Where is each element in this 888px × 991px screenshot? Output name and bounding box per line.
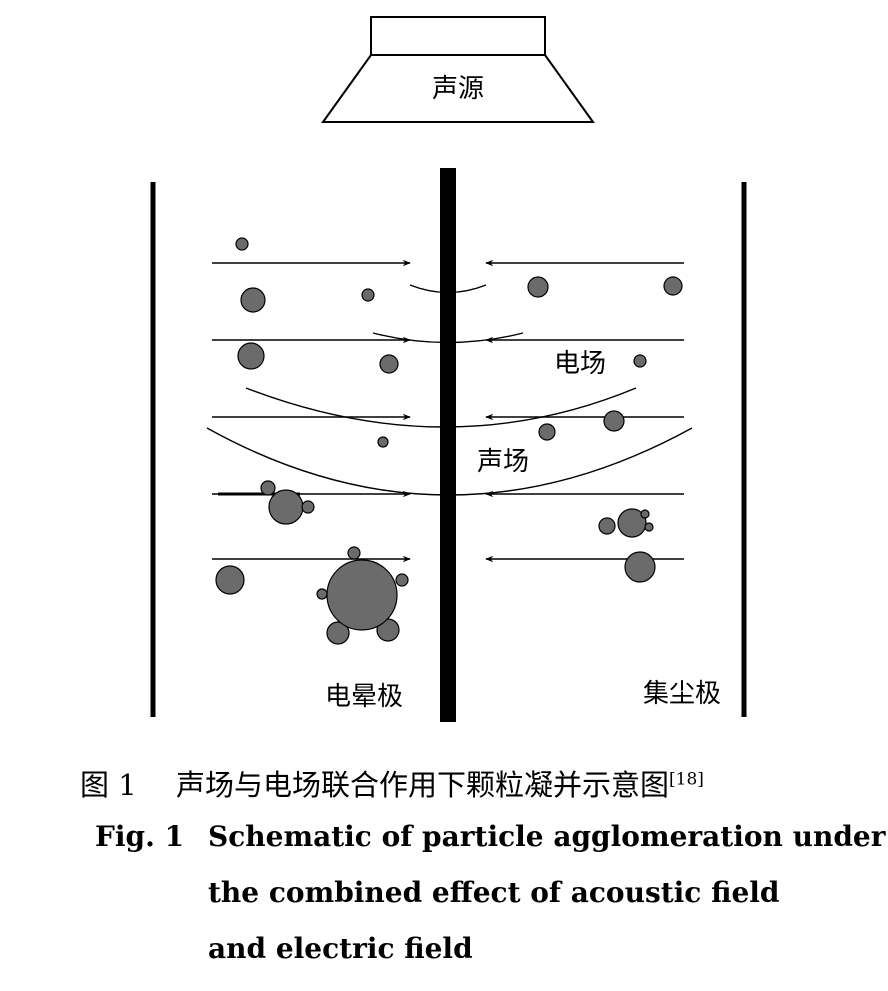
particle	[603, 410, 625, 432]
particle	[240, 287, 266, 313]
particles	[215, 237, 683, 595]
acoustic-field-label: 声场	[477, 447, 529, 477]
caption-en-line-2: the combined effect of acoustic field	[208, 876, 780, 909]
caption-en-line-3: and electric field	[208, 932, 473, 965]
caption-cn-reference: [18]	[669, 769, 704, 790]
agglomerate-cluster-right	[598, 508, 654, 538]
particle	[624, 551, 656, 583]
agglomerate-cluster-large	[316, 546, 409, 645]
electric-field-arrows-left	[212, 259, 411, 563]
agglomeration-schematic: 声源	[150, 16, 747, 722]
wavefront-2	[372, 332, 524, 344]
particle	[538, 423, 556, 441]
agglomerate-cluster-small-left	[260, 480, 315, 525]
caption-cn-figure-number: 图 1	[80, 768, 137, 802]
particle	[235, 237, 249, 251]
caption-chinese: 图 1 声场与电场联合作用下颗粒凝并示意图[18]	[80, 762, 704, 804]
corona-electrode-label: 电晕极	[325, 682, 403, 712]
caption-en-line-1: Schematic of particle agglomeration unde…	[208, 820, 886, 853]
particle	[663, 276, 683, 296]
sound-source: 声源	[321, 16, 595, 123]
particle	[377, 436, 389, 448]
particle	[215, 565, 245, 595]
caption-en-figure-number: Fig. 1	[95, 820, 185, 853]
electric-field-label: 电场	[554, 349, 606, 379]
particle	[237, 342, 265, 370]
wavefront-3	[245, 387, 637, 428]
particle	[633, 354, 647, 368]
wavefront-4	[206, 427, 693, 496]
corona-electrode	[440, 168, 456, 722]
particle	[361, 288, 375, 302]
particle	[527, 276, 549, 298]
wavefront-1	[409, 284, 487, 294]
caption-cn-title: 声场与电场联合作用下颗粒凝并示意图	[176, 768, 670, 802]
collector-electrode-label: 集尘极	[643, 679, 721, 709]
electric-field-arrows-right	[485, 259, 684, 563]
acoustic-wavefronts	[206, 284, 693, 496]
particle	[379, 354, 399, 374]
sound-source-label: 声源	[432, 74, 484, 104]
